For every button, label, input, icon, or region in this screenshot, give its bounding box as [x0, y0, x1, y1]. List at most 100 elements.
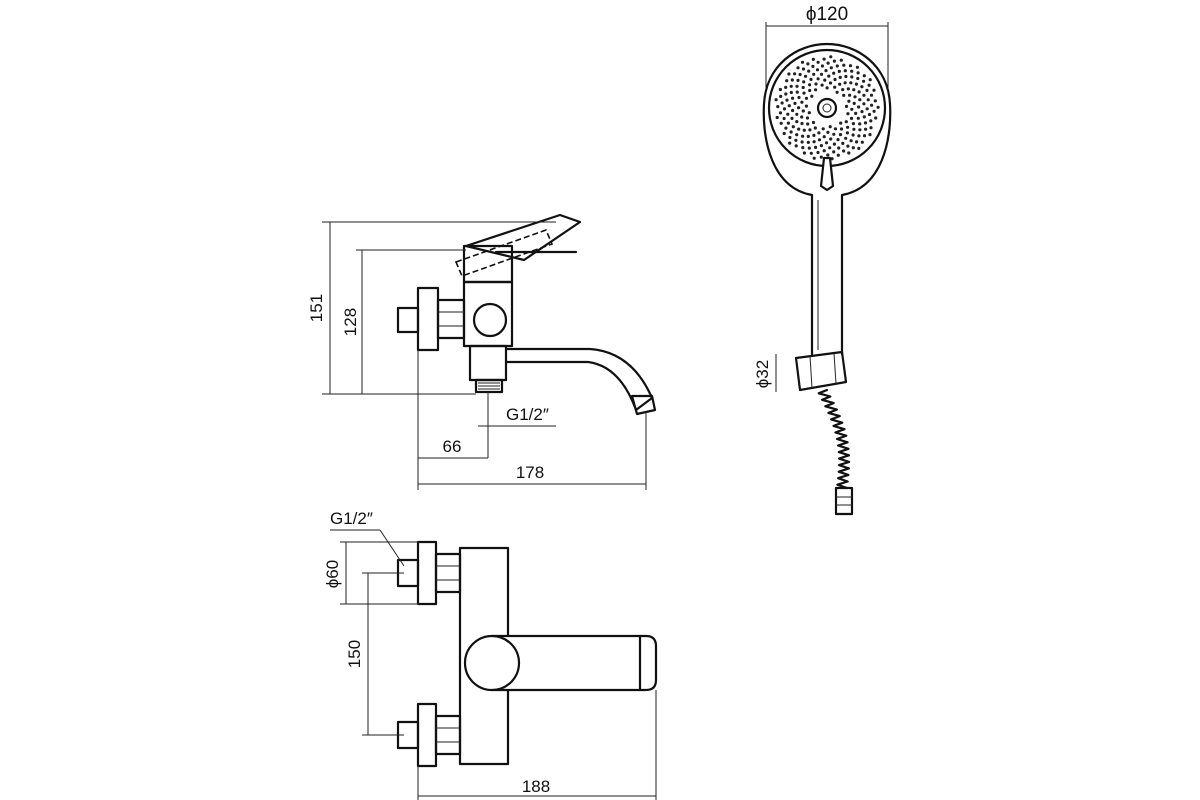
- nozzle-dot: [836, 153, 840, 157]
- nozzle-dot: [832, 59, 837, 63]
- nozzle-dot: [797, 106, 801, 110]
- top-cartridge: [463, 634, 521, 692]
- nozzle-dot: [782, 116, 786, 121]
- nozzle-dot: [837, 69, 841, 73]
- nozzle-dot: [844, 136, 848, 140]
- top-inlet-thread: G1/2″: [330, 509, 373, 528]
- nozzle-dot: [786, 121, 791, 125]
- nozzle-dot: [802, 80, 806, 84]
- nozzle-dot: [811, 57, 815, 62]
- nozzle-dot: [860, 110, 864, 114]
- top-spout: [490, 634, 658, 692]
- nozzle-dot: [801, 67, 806, 71]
- nozzle-dot: [849, 139, 853, 143]
- outlet-housing: [468, 344, 508, 382]
- nozzle-dot: [833, 127, 838, 131]
- nozzle-dot: [866, 98, 870, 102]
- nozzle-dot: [782, 107, 787, 111]
- nozzle-dot: [823, 78, 827, 82]
- nozzle-dot: [876, 105, 880, 109]
- nozzle-dot: [796, 78, 800, 82]
- nozzle-dot: [854, 111, 858, 115]
- top-lower-flange: [416, 702, 438, 768]
- nozzle-dot: [784, 126, 788, 130]
- holder-bracket: [794, 350, 848, 392]
- nozzle-dot: [870, 103, 874, 107]
- nozzle-dot: [817, 138, 822, 142]
- wall-flange: [416, 286, 440, 352]
- top-upper-nut: [434, 552, 462, 594]
- nozzle-dot: [855, 65, 860, 69]
- nozzle-dot: [869, 119, 873, 123]
- nozzle-dot: [851, 133, 855, 137]
- eccentric-connector: [396, 306, 420, 334]
- nozzle-dot: [858, 98, 862, 102]
- nozzle-dot: [845, 131, 850, 135]
- nozzle-dot: [835, 90, 839, 94]
- nozzle-dot: [869, 93, 874, 97]
- nozzle-dot: [842, 63, 846, 67]
- nozzle-dot: [816, 60, 820, 64]
- nozzle-dot: [806, 122, 810, 126]
- shower-hose: [817, 388, 851, 490]
- hand-shower: ϕ120 ϕ32: [753, 4, 892, 516]
- nozzle-dot: [850, 107, 854, 111]
- nozzle-dot: [776, 105, 780, 109]
- nozzle-dot: [832, 132, 836, 136]
- nozzle-dot: [787, 72, 791, 76]
- nozzle-dot: [858, 122, 862, 126]
- side-view: 151 128 G1/2″ 66 178: [307, 213, 657, 490]
- nozzle-dot: [862, 79, 866, 83]
- nozzle-dot: [856, 76, 860, 81]
- nozzle-dot: [844, 104, 849, 108]
- nozzle-dot: [804, 96, 809, 100]
- nozzle-dot: [819, 144, 824, 148]
- nozzle-dot: [806, 140, 810, 144]
- nozzle-dot: [812, 140, 816, 144]
- nozzle-dot: [784, 85, 788, 89]
- nozzle-dot: [801, 109, 805, 113]
- nozzle-dot: [788, 135, 792, 140]
- nozzle-dot: [835, 64, 839, 68]
- nozzle-dot: [809, 77, 813, 81]
- nozzle-dot: [785, 79, 789, 83]
- nozzle-dot: [832, 142, 837, 146]
- nozzle-dot: [797, 95, 801, 100]
- nozzle-dot: [808, 88, 812, 93]
- nozzle-dot: [841, 141, 845, 145]
- lever-handle-alt: [454, 228, 554, 278]
- nozzle-dot: [815, 68, 820, 72]
- top-upper-flange: [416, 540, 438, 606]
- dim-height-128: 128: [341, 308, 360, 336]
- spray-selector: [819, 156, 835, 192]
- nozzle-dot: [863, 121, 868, 125]
- lever-handle: [464, 213, 582, 262]
- nozzle-dot: [852, 127, 856, 131]
- nozzle-dot: [849, 116, 854, 120]
- dim-spout-188: 188: [522, 777, 550, 796]
- nozzle-dot: [779, 94, 783, 98]
- nozzle-dot: [864, 127, 868, 131]
- nozzle-dot: [867, 83, 871, 87]
- nozzle-dot: [838, 75, 842, 79]
- nozzle-dot: [826, 130, 830, 134]
- nozzle-dot: [820, 64, 825, 68]
- side-inlet-thread: G1/2″: [506, 405, 549, 424]
- nozzle-dot: [822, 135, 826, 139]
- nozzle-dot: [825, 86, 829, 90]
- nozzle-dot: [782, 131, 786, 136]
- nozzle-dot: [855, 140, 859, 144]
- nozzle-dot: [801, 146, 805, 150]
- nozzle-dot: [862, 134, 867, 138]
- nozzle-dot: [808, 128, 812, 132]
- nozzle-dot: [850, 69, 854, 73]
- nozzle-dot: [856, 71, 860, 75]
- dim-height-151: 151: [307, 294, 326, 322]
- nozzle-dot: [828, 125, 832, 129]
- nozzle-dot: [798, 72, 802, 77]
- nozzle-dot: [814, 88, 818, 92]
- nozzle-dot: [795, 112, 799, 116]
- nozzle-dot: [816, 150, 820, 155]
- nozzle-dot: [862, 93, 866, 97]
